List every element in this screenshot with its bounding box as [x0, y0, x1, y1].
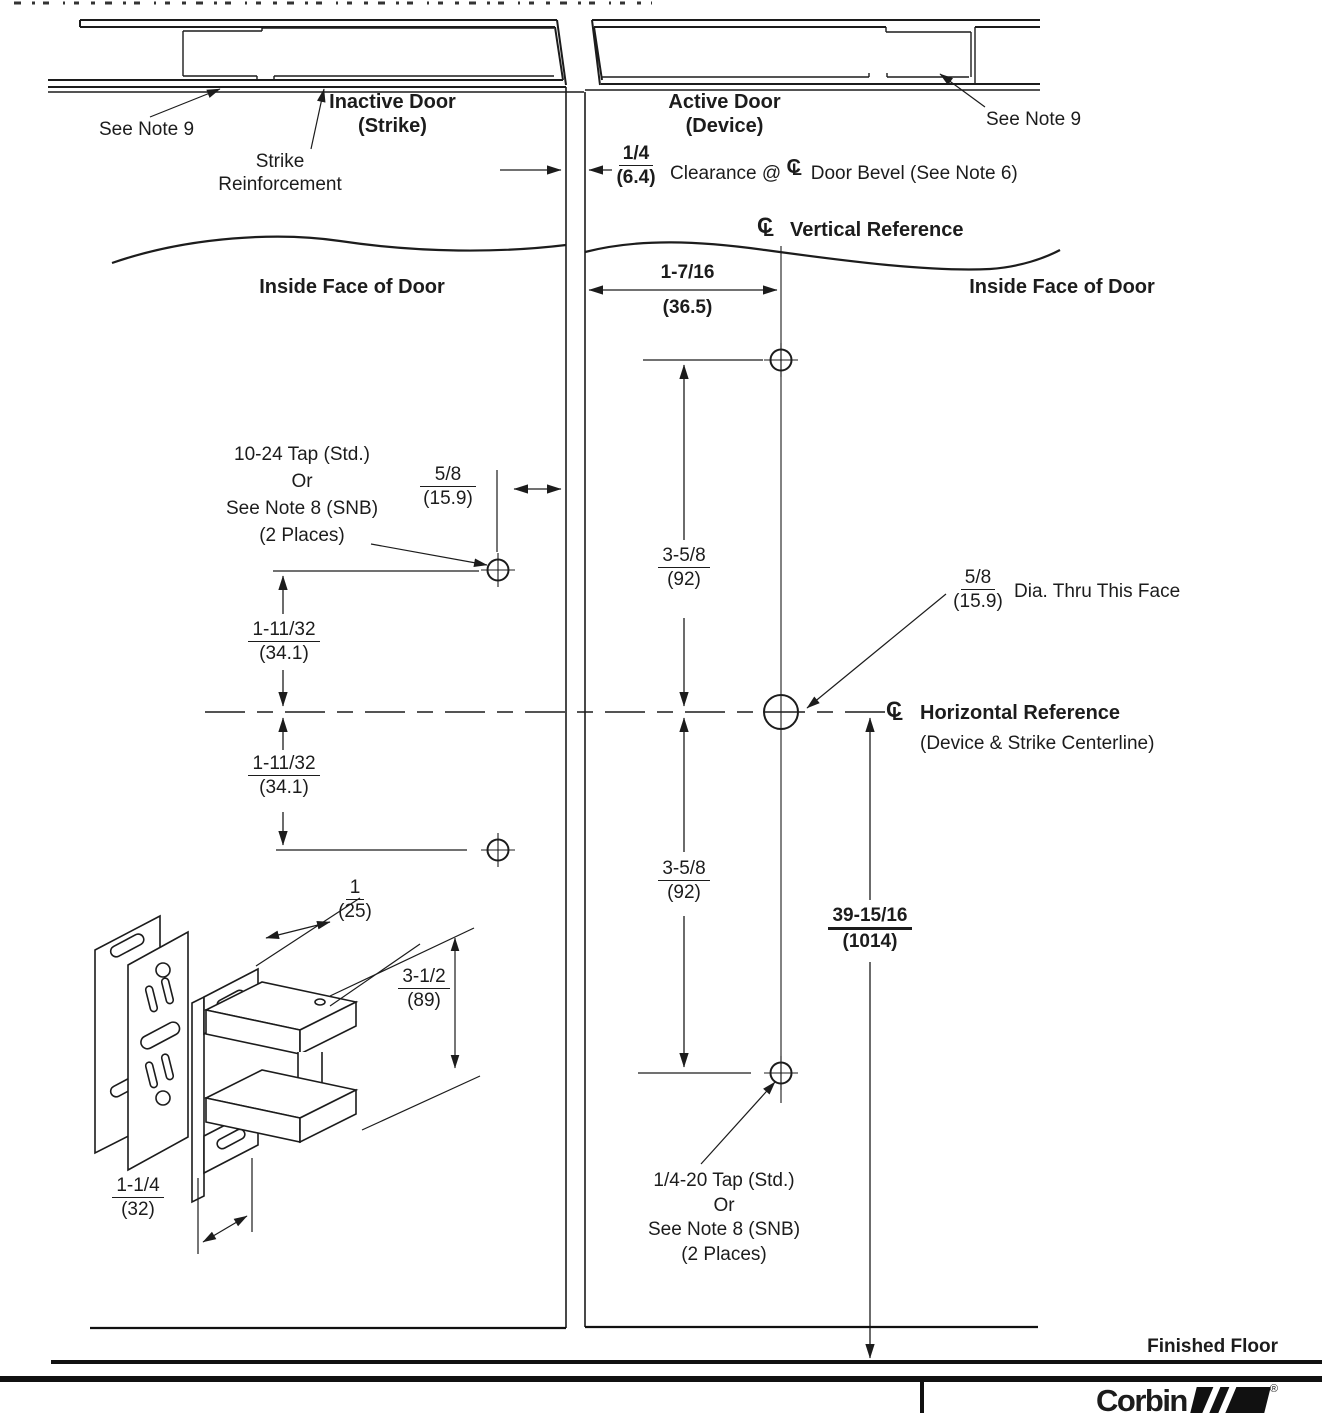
hole-lower-left — [481, 833, 515, 867]
centerlines — [205, 246, 897, 1103]
leader-strike-reinforcement — [310, 88, 326, 150]
strike-bracket-bar — [191, 995, 205, 1204]
leader-see-note9-left — [149, 88, 221, 118]
hole-upper-right — [764, 343, 798, 377]
finished-floor-label: Finished Floor — [1147, 1336, 1278, 1357]
dim-5-8-left: 5/8 (15.9) — [408, 464, 488, 510]
strike-front-plate — [127, 930, 189, 1172]
corbin-russwin-logo: Corbin ® — [1096, 1383, 1278, 1413]
hole-center-thru — [763, 694, 799, 730]
dim-1-7-16-mm: (36.5) — [662, 297, 713, 318]
dim-iso-1-1-4: 1-1/4 (32) — [106, 1175, 170, 1221]
russwin-logo-mark-icon — [1189, 1387, 1271, 1413]
corbin-logo-text: Corbin — [1096, 1383, 1188, 1413]
dia-thru-label: Dia. Thru This Face — [1014, 581, 1181, 602]
dim-1-11-32-lower: 1-11/32 (34.1) — [238, 753, 330, 799]
registered-trademark-icon: ® — [1269, 1383, 1278, 1395]
active-door-label: Active Door (Device) — [668, 91, 781, 137]
tap-note-left: 10-24 Tap (Std.) Or See Note 8 (SNB) (2 … — [225, 444, 379, 546]
break-lines — [111, 235, 1061, 271]
dim-iso-1-1-4-arrow — [202, 1215, 248, 1243]
horizontal-reference-sub: (Device & Strike Centerline) — [920, 733, 1155, 754]
floor-lines — [0, 1325, 1322, 1382]
inactive-door-label: Inactive Door (Strike) — [329, 91, 456, 137]
footer-divider — [920, 1379, 924, 1413]
see-note9-right-label: See Note 9 — [986, 109, 1082, 130]
extension-lines — [273, 359, 763, 1074]
hole-upper-left — [481, 553, 515, 587]
dim-iso-1: 1 (25) — [338, 877, 372, 922]
leader-lines — [149, 73, 986, 1165]
strike-assembly-isometric — [94, 914, 359, 1204]
see-note9-left-label: See Note 9 — [99, 119, 195, 140]
dim-iso-3-1-2: 3-1/2 (89) — [394, 966, 454, 1012]
tap-note-right: 1/4-20 Tap (Std.) Or See Note 8 (SNB) (2… — [647, 1170, 801, 1265]
door-edge-lines — [565, 87, 586, 1328]
leader-dia-thru — [806, 593, 947, 709]
hole-lower-right — [764, 1056, 798, 1090]
leader-tap-1-4-20 — [700, 1081, 776, 1165]
dim-3-5-8-upper: 3-5/8 (92) — [648, 545, 720, 591]
leader-see-note9-right — [939, 73, 986, 108]
inactive-door-section — [48, 19, 584, 93]
active-door-section — [585, 19, 1040, 91]
isometric-dimensions — [197, 897, 481, 1254]
dim-3-5-8-lower: 3-5/8 (92) — [648, 858, 720, 904]
dimension-lines — [278, 165, 875, 1359]
dim-1-11-32-upper: 1-11/32 (34.1) — [238, 619, 330, 665]
inside-face-left-label: Inside Face of Door — [259, 276, 445, 298]
dim-5-8-dia: 5/8 (15.9) — [953, 567, 1003, 612]
inside-face-right-label: Inside Face of Door — [969, 276, 1155, 298]
dim-iso-1-arrow — [265, 920, 331, 940]
leader-tap-10-24 — [370, 543, 488, 567]
strike-reinforcement-label: Strike Reinforcement — [218, 151, 342, 195]
mounting-holes — [481, 343, 799, 1090]
horizontal-reference-label: Horizontal Reference — [920, 702, 1121, 724]
dim-1-7-16-inch: 1-7/16 — [660, 262, 715, 283]
vertical-reference-label: Vertical Reference — [790, 219, 964, 241]
dim-39-15-16: 39-15/16 (1014) — [818, 905, 922, 953]
dim-1-4-clearance: 1/4 (6.4) — [616, 143, 656, 188]
